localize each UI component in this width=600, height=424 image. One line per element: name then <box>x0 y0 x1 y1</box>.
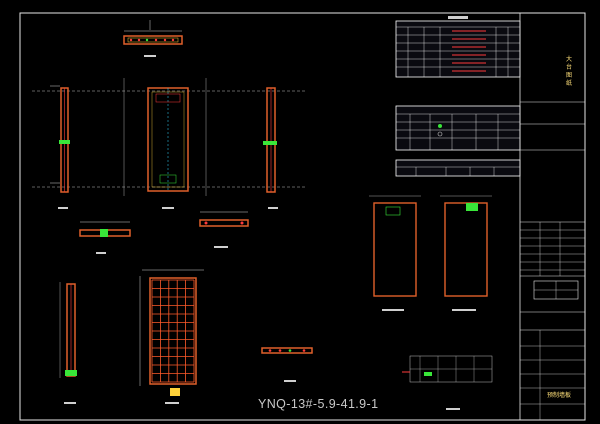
mold-drawing-right <box>440 195 492 311</box>
central-panel-elevation <box>123 78 207 209</box>
component-info-table <box>395 159 521 177</box>
mold-drawing-left <box>369 195 421 311</box>
sheet-caption: YNQ-13#-5.9-41.9-1 <box>258 397 379 411</box>
horizontal-section-right <box>199 211 249 248</box>
title-block-bottom-label: 预制墙板 <box>547 392 572 399</box>
embedded-parts-table <box>395 105 521 151</box>
title-block-top-glyphs: 大 台 图 纸 <box>566 56 573 87</box>
bottom-horizontal-section <box>261 347 313 382</box>
sheet-border <box>19 12 586 421</box>
top-section-detail <box>123 20 183 57</box>
rebar-schedule-table <box>395 16 521 78</box>
key-plan <box>402 355 493 410</box>
horizontal-section-left <box>79 221 131 254</box>
right-side-elevation <box>263 87 278 209</box>
left-side-elevation <box>50 85 70 209</box>
title-block <box>519 13 585 420</box>
rebar-plan <box>139 269 204 404</box>
vertical-section-bottom-left <box>59 282 77 404</box>
